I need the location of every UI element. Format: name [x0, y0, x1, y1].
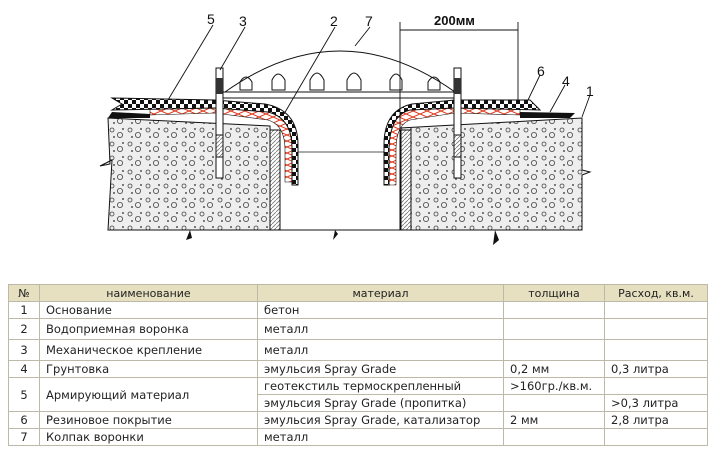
- table-row: эмульсия Spray Grade (пропитка) >0,3 лит…: [9, 394, 708, 412]
- col-name: наименование: [39, 284, 258, 302]
- drain-funnel-right: [400, 129, 412, 231]
- anchor-bolt-right: [453, 67, 462, 179]
- rubber-coating-left: [110, 97, 299, 186]
- concrete-base-right: [399, 117, 592, 231]
- roof-drain-section-diagram: 5 3 2 7 6 4 1 200мм: [99, 11, 594, 245]
- callout-5: 5: [207, 11, 215, 27]
- callout-7: 7: [365, 13, 373, 29]
- callout-3: 3: [239, 13, 247, 29]
- col-material: материал: [257, 284, 504, 302]
- materials-table: № наименование материал толщина Расход, …: [8, 284, 708, 446]
- col-thickness: толщина: [503, 284, 605, 302]
- callout-6: 6: [537, 63, 545, 79]
- cap-openings: [239, 72, 441, 91]
- anchor-bolt-left: [215, 67, 224, 179]
- table-row: 1 Основание бетон: [8, 301, 708, 319]
- callout-2: 2: [330, 13, 338, 29]
- table-row: 4 Грунтовка эмульсия Spray Grade 0,2 мм …: [8, 360, 708, 378]
- callout-1: 1: [586, 83, 594, 99]
- drain-funnel-left: [269, 129, 281, 231]
- callout-4: 4: [562, 73, 570, 89]
- table-row: 2 Водоприемная воронка металл: [8, 318, 708, 340]
- table-row: 7 Колпак воронки металл: [8, 428, 708, 446]
- table-row: 3 Механическое крепление металл: [8, 339, 708, 361]
- drain-cap: [224, 50, 456, 93]
- col-num: №: [8, 284, 40, 302]
- rubber-coating-right: [383, 99, 542, 186]
- table-row: 6 Резиновое покрытие эмульсия Spray Grad…: [8, 411, 708, 429]
- table-row: 5 Армирующий материал геотекстиль термос…: [8, 377, 708, 412]
- dimension-label: 200мм: [434, 13, 475, 28]
- col-consumption: Расход, кв.м.: [604, 284, 708, 302]
- table-header: № наименование материал толщина Расход, …: [8, 284, 708, 302]
- concrete-base-left: [99, 117, 273, 231]
